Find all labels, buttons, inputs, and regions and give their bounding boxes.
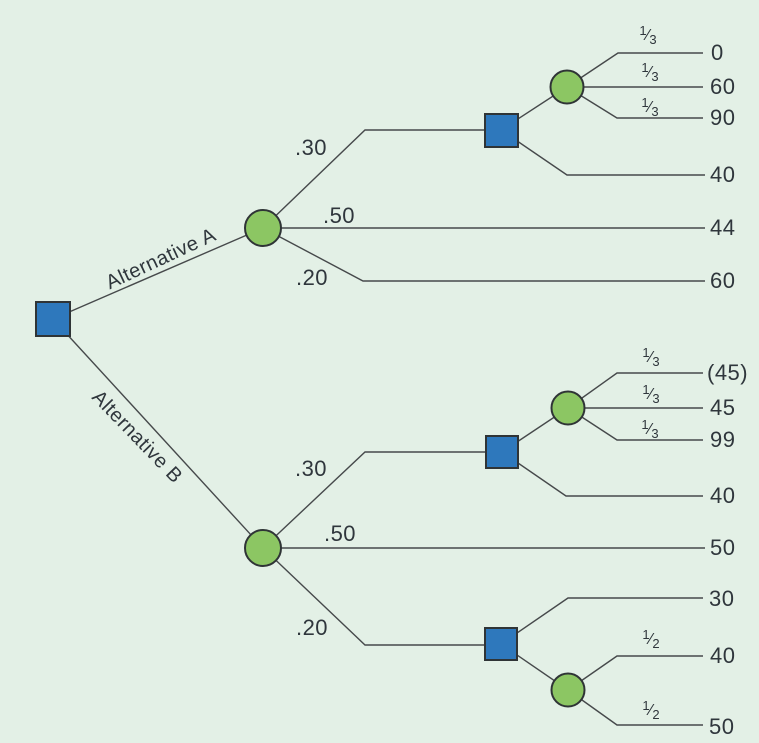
branch-line-b-20 — [262, 547, 501, 646]
fraction-probability-label: 1⁄3 — [639, 23, 657, 47]
payoff-label: 45 — [710, 395, 736, 420]
fraction-probability-label: 1⁄3 — [642, 345, 660, 369]
payoff-label: 50 — [709, 714, 735, 739]
payoff-label: 30 — [709, 586, 735, 611]
branch-line-a-20 — [262, 227, 705, 282]
payoff-label: 50 — [710, 535, 736, 560]
branch-line-a30-lower — [500, 129, 705, 176]
chance-node-b20 — [550, 672, 586, 708]
branch-line-alternative-b — [52, 318, 264, 549]
chance-node-a30 — [549, 69, 585, 105]
probability-label: .30 — [294, 456, 328, 481]
decision-node-b20 — [484, 627, 518, 661]
payoff-label: (45) — [707, 360, 749, 385]
probability-label: .50 — [322, 203, 356, 228]
root-decision-node — [35, 301, 71, 337]
decision-node-b30 — [485, 435, 519, 469]
branch-line-a-outcome-90 — [566, 86, 703, 119]
chance-node-alternative-b — [244, 529, 282, 567]
fraction-probability-label: 1⁄2 — [642, 627, 660, 651]
payoff-label: 90 — [710, 105, 736, 130]
payoff-label: 99 — [710, 427, 736, 452]
payoff-label: 40 — [710, 483, 736, 508]
payoff-label: 60 — [710, 74, 736, 99]
payoff-label: 60 — [710, 268, 736, 293]
chance-node-b30 — [550, 390, 586, 426]
tree-nodes — [35, 69, 586, 708]
branch-line-b20-outcome-50 — [567, 689, 703, 726]
branch-line-alternative-a — [52, 227, 264, 320]
probability-label: .50 — [323, 521, 357, 546]
decision-node-a30 — [484, 113, 519, 148]
branch-line-b20-outcome-40 — [567, 655, 703, 691]
branch-line-b30-lower — [501, 451, 703, 497]
branch-line-b20-upper — [500, 597, 703, 645]
payoff-label: 44 — [710, 215, 736, 240]
payoff-label: 40 — [710, 643, 736, 668]
fraction-probability-label: 1⁄3 — [641, 60, 659, 84]
probability-label: .20 — [295, 265, 329, 290]
payoff-label: 0 — [711, 40, 724, 65]
fraction-probability-label: 1⁄3 — [641, 95, 659, 119]
probability-label: .20 — [295, 615, 329, 640]
payoff-label: 40 — [710, 162, 736, 187]
branch-lines — [52, 52, 705, 726]
branch-line-a-30 — [262, 129, 501, 229]
branch-line-b-outcome-99 — [567, 407, 703, 441]
branch-line-b-30 — [262, 451, 502, 549]
chance-node-alternative-a — [244, 209, 282, 247]
branch-line-a-outcome-0 — [566, 52, 703, 88]
branch-line-b-outcome-45p — [567, 372, 703, 409]
fraction-probability-label: 1⁄3 — [641, 417, 659, 441]
fraction-probability-label: 1⁄2 — [642, 698, 660, 722]
fraction-probability-label: 1⁄3 — [642, 382, 660, 406]
probability-label: .30 — [294, 135, 328, 160]
